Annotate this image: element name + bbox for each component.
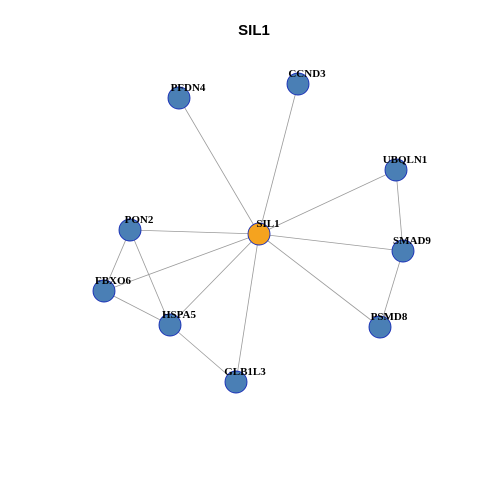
graph-title: SIL1 [238,22,270,39]
edge-smad9-psmd8 [379,250,404,328]
node-smad9[interactable] [391,239,415,263]
node-label-pfdn4: PFDN4 [171,82,206,94]
node-label-ccnd3: CCND3 [288,68,326,80]
node-label-smad9: SMAD9 [393,235,431,247]
edge-sil1-pfdn4 [178,97,260,235]
edge-hspa5-glb1l3 [169,324,237,383]
node-pfdn4[interactable] [167,86,191,110]
edge-sil1-hspa5 [169,233,260,326]
node-label-fbxo6: FBXO6 [95,275,132,287]
node-label-glb1l3: GLB1L3 [224,366,266,378]
node-ubqln1[interactable] [384,158,408,182]
edge-pon2-hspa5 [129,229,171,326]
node-label-ubqln1: UBQLN1 [383,154,428,166]
node-ccnd3[interactable] [286,72,310,96]
node-sil1[interactable] [247,222,271,246]
edge-sil1-glb1l3 [235,233,260,383]
edge-sil1-psmd8 [258,233,381,328]
node-label-psmd8: PSMD8 [371,311,408,323]
node-label-sil1: SIL1 [256,218,279,230]
edge-sil1-ccnd3 [258,83,299,235]
node-hspa5[interactable] [158,313,182,337]
node-fbxo6[interactable] [92,279,116,303]
node-psmd8[interactable] [368,315,392,339]
node-glb1l3[interactable] [224,370,248,394]
node-label-pon2: PON2 [125,214,154,226]
nodes-layer [92,72,415,394]
edge-sil1-ubqln1 [258,169,397,235]
edge-sil1-fbxo6 [103,233,260,292]
edge-sil1-smad9 [258,233,404,252]
edge-sil1-pon2 [129,229,260,235]
edge-fbxo6-hspa5 [103,290,171,326]
node-pon2[interactable] [118,218,142,242]
node-label-hspa5: HSPA5 [162,309,197,321]
edge-ubqln1-smad9 [395,169,404,252]
